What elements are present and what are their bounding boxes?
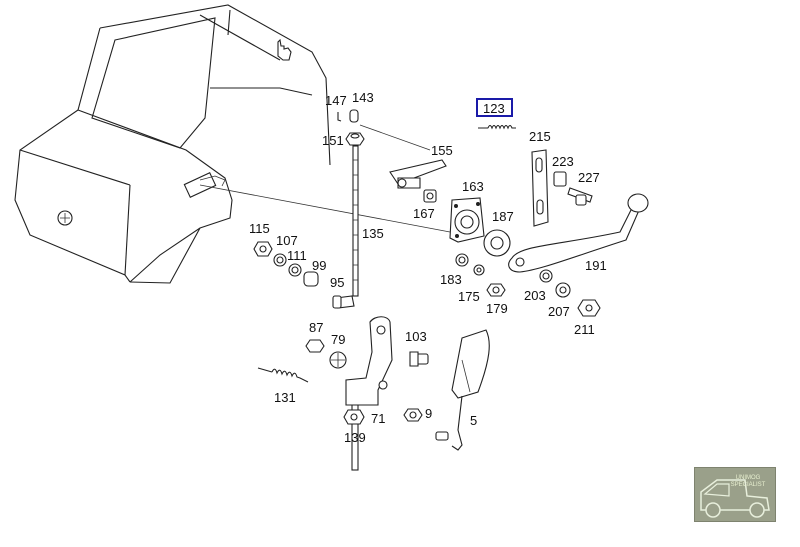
part-207 (555, 282, 571, 298)
part-71 (345, 316, 393, 406)
label-155: 155 (431, 143, 453, 158)
label-147: 147 (325, 93, 347, 108)
unimog-specialist-logo: UNIMOG SPECIALIST (694, 467, 776, 522)
label-107: 107 (276, 233, 298, 248)
part-103 (409, 351, 429, 367)
label-135: 135 (362, 226, 384, 241)
label-223: 223 (552, 154, 574, 169)
part-211 (577, 299, 601, 317)
label-123[interactable]: 123 (483, 101, 505, 116)
part-labels: 147 143 151 155 123 215 223 227 163 187 … (249, 90, 607, 445)
part-155 (389, 159, 447, 189)
part-223 (553, 171, 567, 187)
label-95: 95 (330, 275, 344, 290)
label-131: 131 (274, 390, 296, 405)
label-103: 103 (405, 329, 427, 344)
part-99 (303, 271, 319, 287)
part-227 (567, 187, 593, 206)
part-191 (508, 193, 649, 273)
label-87: 87 (309, 320, 323, 335)
label-211: 211 (574, 322, 595, 337)
part-163 (449, 197, 485, 243)
part-175 (473, 264, 485, 276)
label-175: 175 (458, 289, 480, 304)
part-151 (345, 132, 365, 146)
label-163: 163 (462, 179, 484, 194)
label-215: 215 (529, 129, 551, 144)
label-187: 187 (492, 209, 514, 224)
part-5 (435, 329, 490, 451)
label-9: 9 (425, 406, 432, 421)
label-115: 115 (249, 221, 270, 236)
part-111 (288, 263, 302, 277)
part-123[interactable] (478, 124, 516, 130)
part-131 (257, 367, 309, 383)
label-71: 71 (371, 411, 385, 426)
label-167: 167 (413, 206, 435, 221)
label-191: 191 (585, 258, 607, 273)
part-107 (273, 253, 287, 267)
part-187 (483, 229, 511, 257)
label-111: 111 (287, 248, 307, 263)
hand-cursor-icon (277, 38, 292, 61)
highlight-box (476, 98, 513, 117)
part-95 (332, 295, 355, 309)
part-139 (343, 409, 365, 425)
label-227: 227 (578, 170, 600, 185)
label-151: 151 (322, 133, 344, 148)
label-203: 203 (524, 288, 546, 303)
part-87 (305, 339, 325, 353)
label-79: 79 (331, 332, 345, 347)
label-207: 207 (548, 304, 570, 319)
part-79 (329, 351, 347, 369)
part-143 (349, 109, 359, 123)
part-9 (403, 408, 423, 422)
part-115 (253, 241, 273, 257)
label-143: 143 (352, 90, 374, 105)
label-183: 183 (440, 272, 462, 287)
label-99: 99 (312, 258, 326, 273)
part-179 (486, 283, 506, 297)
part-183 (455, 253, 469, 267)
truck-icon (700, 479, 770, 518)
label-5: 5 (470, 413, 477, 428)
label-139: 139 (344, 430, 366, 445)
cab-outline (14, 4, 331, 284)
part-215 (531, 149, 549, 227)
part-147 (337, 112, 342, 122)
logo-text: UNIMOG SPECIALIST (730, 475, 766, 488)
part-203 (539, 269, 553, 283)
part-167 (423, 189, 437, 203)
label-179: 179 (486, 301, 508, 316)
